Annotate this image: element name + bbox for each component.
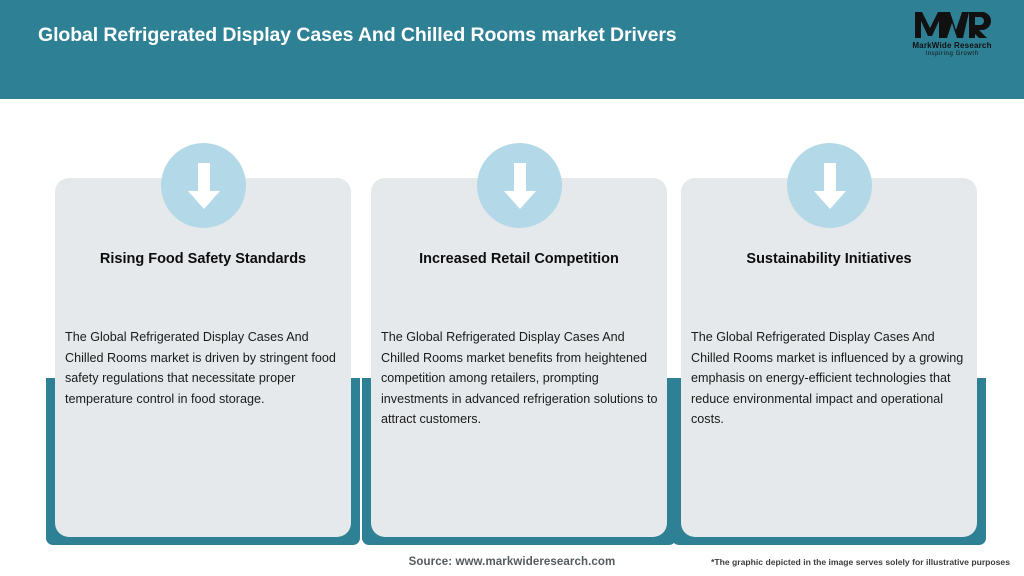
mwr-monogram-icon [915,12,991,38]
arrow-down-icon [161,143,246,228]
arrow-down-glyph [503,162,536,209]
card-body-text: The Global Refrigerated Display Cases An… [65,330,336,406]
arrow-down-icon [787,143,872,228]
footer-source-label: Source: www.markwideresearch.com [408,556,616,568]
footer-disclaimer-label: *The graphic depicted in the image serve… [711,557,1010,567]
logo-tagline: Inspiring Growth [925,51,979,57]
card-title: Rising Food Safety Standards [99,251,307,267]
card-title: Increased Retail Competition [419,251,619,267]
page-title: Global Refrigerated Display Cases And Ch… [38,24,677,46]
driver-card: Sustainability Initiatives The Global Re… [664,99,994,545]
arrow-down-glyph [187,162,220,209]
brand-logo: MarkWide Research Inspiring Growth [898,8,1006,66]
card-body-text: The Global Refrigerated Display Cases An… [381,330,658,426]
driver-card: Increased Retail Competition The Global … [354,99,684,545]
card-title: Sustainability Initiatives [746,251,912,267]
logo-company-name: MarkWide Research [912,41,992,50]
header-bar: Global Refrigerated Display Cases And Ch… [0,0,1024,99]
drivers-card-group: Rising Food Safety Standards The Global … [0,99,1024,545]
arrow-down-glyph [813,162,846,209]
card-panel [681,178,977,537]
card-panel [55,178,351,537]
card-panel [371,178,667,537]
arrow-down-icon [477,143,562,228]
card-body-text: The Global Refrigerated Display Cases An… [691,330,964,426]
driver-card: Rising Food Safety Standards The Global … [38,99,368,545]
